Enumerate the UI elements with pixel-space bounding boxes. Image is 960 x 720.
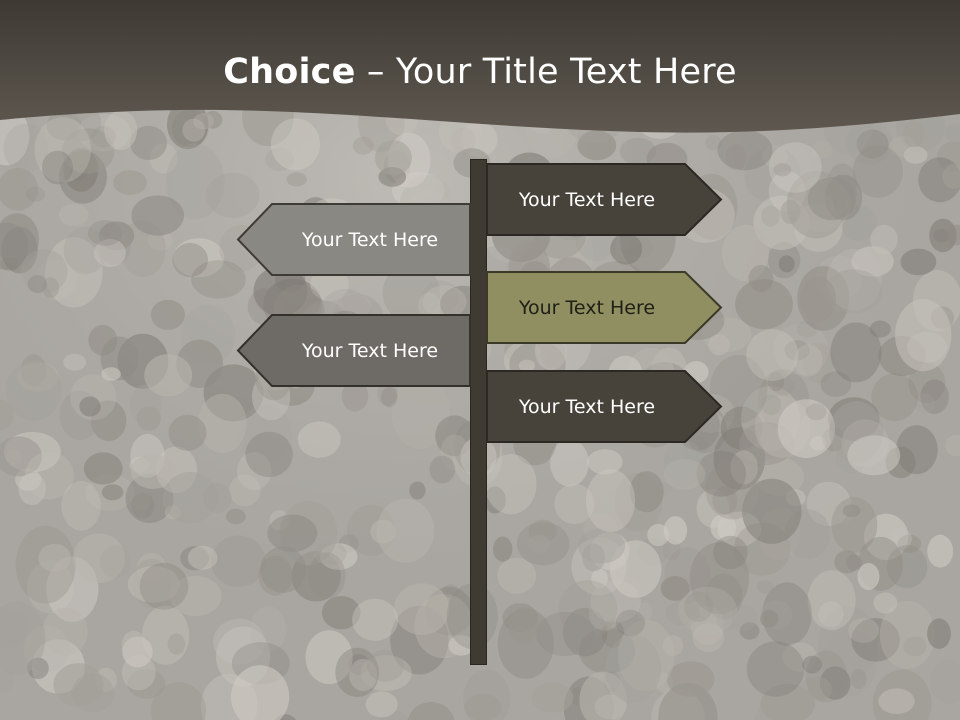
signpost-sign-4: Your Text Here: [236, 314, 471, 387]
sign-label: Your Text Here: [518, 395, 656, 418]
header-band: [0, 0, 960, 133]
slide-title: Choice – Your Title Text Here: [0, 52, 960, 92]
signpost-sign-3: Your Text Here: [486, 271, 723, 344]
signpost-sign-5: Your Text Here: [486, 370, 723, 443]
signpost-sign-1: Your Text Here: [486, 163, 723, 236]
title-bold: Choice: [223, 52, 356, 92]
sign-label: Your Text Here: [301, 339, 439, 362]
signpost-pole: [470, 159, 487, 665]
sign-label: Your Text Here: [518, 296, 656, 319]
sign-label: Your Text Here: [301, 228, 439, 251]
title-rest: – Your Title Text Here: [355, 52, 737, 92]
sign-label: Your Text Here: [518, 188, 656, 211]
signpost-sign-2: Your Text Here: [236, 203, 471, 276]
